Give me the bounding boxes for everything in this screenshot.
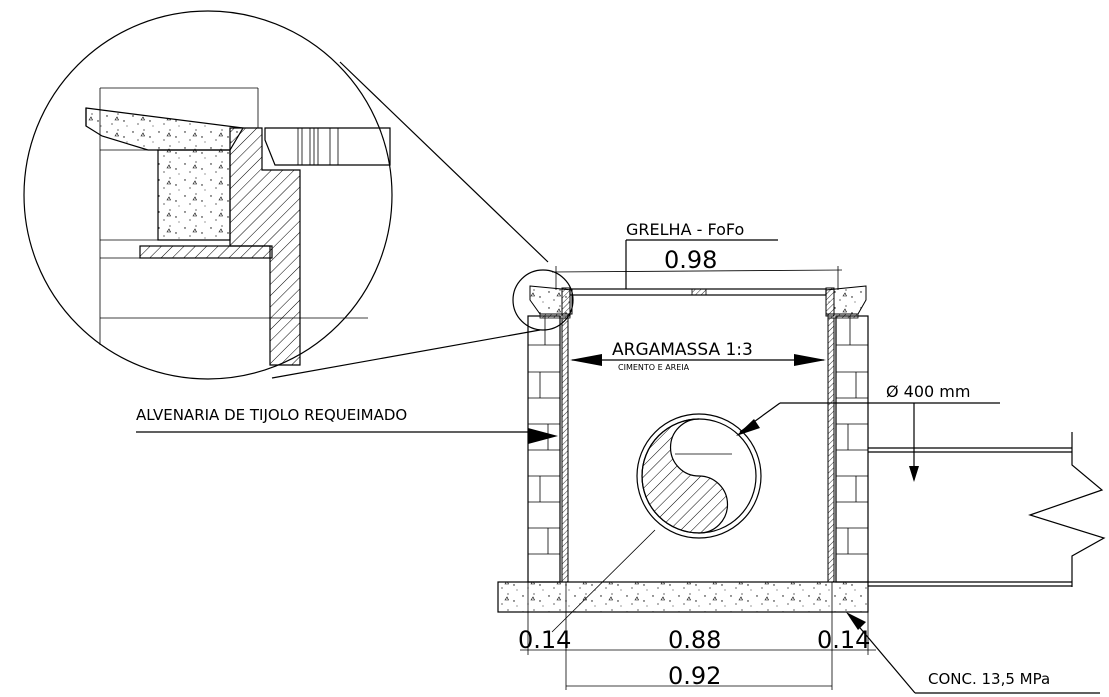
masonry-arrow	[528, 428, 558, 444]
break-line	[1028, 432, 1106, 587]
detail-marker-circle	[512, 269, 574, 331]
mortar-sub-label: CIMENTO E AREIA	[618, 363, 690, 372]
detail-cap-concrete	[85, 107, 244, 151]
right-mortar	[827, 317, 835, 583]
pipe-diameter-label: Ø 400 mm	[886, 382, 970, 401]
right-brick-courses	[836, 316, 868, 555]
base-slab	[497, 581, 869, 613]
concrete-label: CONC. 13,5 MPa	[928, 670, 1050, 688]
detail-zoom	[23, 10, 549, 380]
detail-circle	[23, 10, 393, 380]
dim-top-width: 0.98	[664, 246, 717, 274]
grate-label: GRELHA - FoFo	[626, 220, 744, 239]
grate-center-bar	[691, 288, 707, 296]
pipe-arrow	[736, 419, 760, 436]
dim-wall-right: 0.14	[817, 626, 870, 654]
mortar-label: ARGAMASSA 1:3	[612, 340, 753, 360]
left-mortar	[561, 317, 569, 583]
dim-wall-left: 0.14	[518, 626, 571, 654]
dim-inner-width: 0.88	[668, 626, 721, 654]
pipe-leader-bottom	[551, 529, 656, 633]
detail-grate	[264, 127, 391, 166]
mortar-arrow-left	[570, 354, 602, 366]
detail-leader-bottom	[271, 329, 541, 379]
dim-base-width: 0.92	[668, 662, 721, 690]
pipe-hatched-half	[641, 418, 729, 534]
detail-leader-top	[339, 61, 549, 263]
mortar-arrow-right	[794, 354, 826, 366]
detail-column-concrete	[157, 149, 231, 241]
concrete-arrow	[846, 612, 866, 630]
detail-base-hatch	[139, 245, 273, 259]
left-brick-wall	[527, 315, 561, 583]
box-section	[497, 269, 1106, 613]
pipe-section	[636, 413, 762, 539]
annotations: GRELHA - FoFo 0.98 ARGAMASSA 1:3 CIMENTO…	[136, 220, 1100, 694]
masonry-label: ALVENARIA DE TIJOLO REQUEIMADO	[136, 406, 407, 424]
outlet-pipe	[868, 432, 1106, 587]
pipe-outer	[636, 413, 762, 539]
right-brick-wall	[835, 315, 869, 583]
